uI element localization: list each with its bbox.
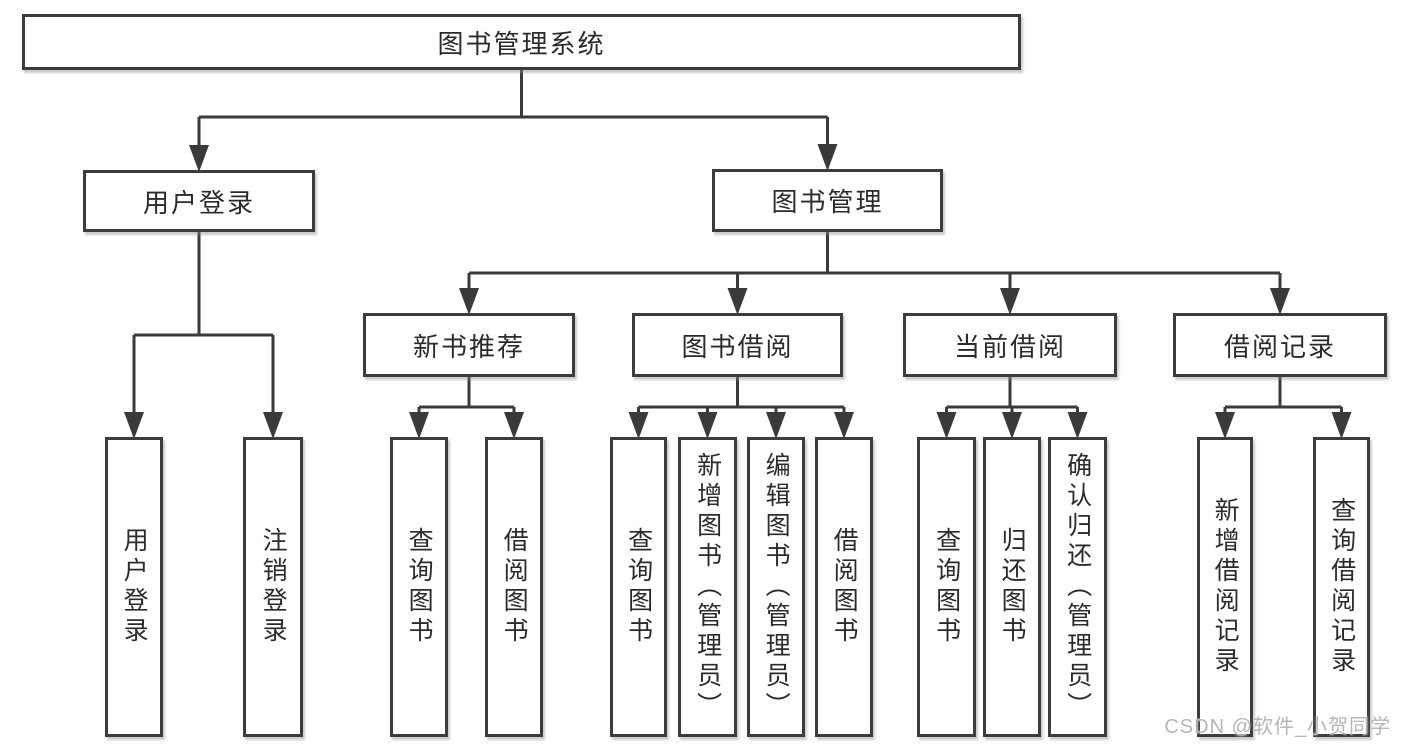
arrowhead-down-icon	[1331, 412, 1352, 439]
arrowhead-down-icon	[189, 145, 209, 172]
node-book-borrow: 图书借阅	[632, 313, 843, 377]
node-leaf-logout: 注销登录	[243, 437, 303, 737]
node-leaf-bb-borrow: 借阅图书	[815, 437, 873, 737]
node-leaf-cb-return: 归还图书	[983, 437, 1041, 737]
node-leaf-cb-query: 查询图书	[917, 437, 976, 737]
arrowhead-down-icon	[459, 288, 479, 315]
arrowhead-down-icon	[1215, 412, 1235, 439]
arrowhead-down-icon	[124, 412, 144, 439]
node-leaf-bb-add: 新增图书（管理员）	[678, 437, 737, 737]
arrowhead-down-icon	[1067, 412, 1088, 439]
node-leaf-user-login: 用户登录	[105, 437, 163, 737]
arrowhead-down-icon	[504, 412, 524, 439]
arrowhead-down-icon	[834, 412, 854, 439]
arrowhead-down-icon	[697, 412, 718, 439]
node-leaf-bb-query: 查询图书	[610, 437, 667, 737]
arrowhead-down-icon	[1002, 412, 1022, 439]
node-new-book-rec: 新书推荐	[363, 313, 575, 377]
arrowhead-down-icon	[263, 412, 283, 439]
arrowhead-down-icon	[1270, 288, 1290, 315]
node-leaf-bb-edit: 编辑图书（管理员）	[747, 437, 805, 737]
node-borrow-records: 借阅记录	[1173, 313, 1387, 377]
node-user-login: 用户登录	[83, 170, 315, 232]
node-leaf-cb-confirm: 确认归还（管理员）	[1048, 437, 1107, 737]
arrowhead-down-icon	[727, 288, 748, 315]
node-book-mgmt: 图书管理	[712, 169, 943, 232]
arrowhead-down-icon	[628, 412, 649, 439]
arrowhead-down-icon	[936, 412, 957, 439]
arrowhead-down-icon	[766, 412, 786, 439]
arrowhead-down-icon	[409, 412, 429, 439]
node-leaf-rec-borrow: 借阅图书	[485, 437, 543, 737]
arrowhead-down-icon	[1000, 288, 1020, 315]
node-current-borrow: 当前借阅	[903, 313, 1117, 377]
watermark: CSDN @软件_小贺同学	[1164, 716, 1391, 738]
node-leaf-br-query: 查询借阅记录	[1313, 437, 1370, 737]
node-leaf-rec-query: 查询图书	[390, 437, 448, 737]
node-root: 图书管理系统	[22, 14, 1021, 70]
node-leaf-br-add: 新增借阅记录	[1197, 437, 1253, 737]
arrowhead-down-icon	[817, 144, 838, 171]
